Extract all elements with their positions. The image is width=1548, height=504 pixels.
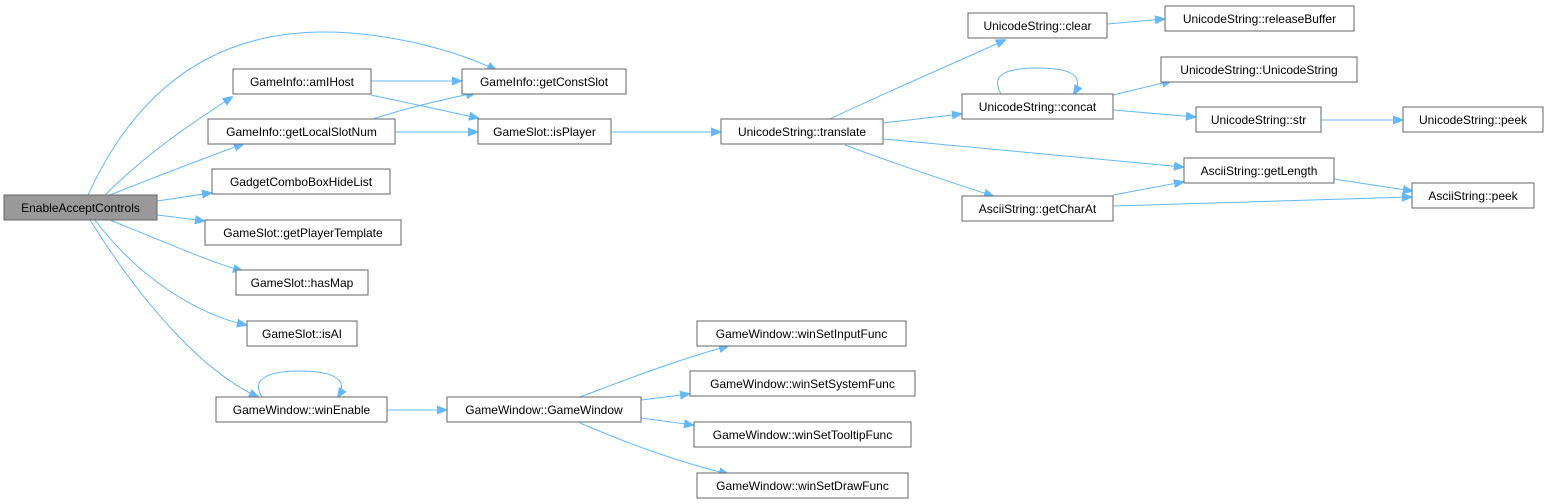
node-label: GameSlot::isPlayer [493,125,596,139]
edge-concat-str [1112,109,1195,117]
edge-getlength-apeek [1333,178,1412,191]
node-gamewindow-winsetinputfunc[interactable]: GameWindow::winSetInputFunc [696,320,907,347]
node-gamewindow-winenable[interactable]: GameWindow::winEnable [215,396,388,423]
node-label: UnicodeString::peek [1419,113,1528,127]
edge-gamewindow-winsetsystemfunc [640,394,689,401]
node-label: GameWindow::winSetDrawFunc [716,479,889,493]
node-label: GadgetComboBoxHideList [230,175,373,189]
edge-enable-getconstslot [87,31,496,196]
node-unicodestring-releasebuffer[interactable]: UnicodeString::releaseBuffer [1164,5,1355,32]
edge-getcharat-getlength [1112,182,1183,196]
edge-enable-getplayertemplate [156,214,204,221]
node-label: AsciiString::peek [1428,189,1518,203]
node-gameinfo-amihost[interactable]: GameInfo::amIHost [232,68,372,95]
edge-getlocalslotnum-getconstslot [369,93,475,121]
edge-enable-winenable [89,219,258,397]
node-label: GameWindow::winSetTooltipFunc [713,428,892,442]
edge-gamewindow-winsetinputfunc [579,346,728,398]
node-gamewindow-winsetdrawfunc[interactable]: GameWindow::winSetDrawFunc [696,472,909,499]
node-label: UnicodeString::str [1211,113,1306,127]
node-label: GameInfo::amIHost [250,75,355,89]
node-unicodestring-translate[interactable]: UnicodeString::translate [720,118,884,145]
edge-gamewindow-winsetdrawfunc [579,422,728,474]
node-gameinfo-getlocalslotnum[interactable]: GameInfo::getLocalSlotNum [207,118,396,145]
node-label: GameSlot::isAI [262,327,342,341]
edge-translate-getlength [882,138,1183,167]
node-label: GameSlot::hasMap [251,276,354,290]
edge-enable-gadgetcombo [156,193,211,202]
node-unicodestring-clear[interactable]: UnicodeString::clear [967,12,1108,39]
node-gameslot-getplayertemplate[interactable]: GameSlot::getPlayerTemplate [204,219,402,246]
node-gamewindow-gamewindow[interactable]: GameWindow::GameWindow [446,396,642,423]
edge-translate-clear [829,40,1005,120]
edge-gamewindow-winsettooltipfunc [640,417,693,425]
node-gameslot-hasmap[interactable]: GameSlot::hasMap [235,269,369,296]
edge-clear-releasebuffer [1106,19,1164,24]
node-gameslot-isai[interactable]: GameSlot::isAI [246,320,358,347]
node-gamewindow-winsetsystemfunc[interactable]: GameWindow::winSetSystemFunc [689,370,916,397]
node-unicodestring-str[interactable]: UnicodeString::str [1195,106,1322,133]
node-label: UnicodeString::translate [738,125,866,139]
node-label: UnicodeString::releaseBuffer [1183,12,1336,26]
node-asciistring-getlength[interactable]: AsciiString::getLength [1183,157,1335,184]
node-label: GameInfo::getLocalSlotNum [226,125,377,139]
node-enable-accept-controls[interactable]: EnableAcceptControls [3,194,158,221]
edge-enable-hasmap [109,219,242,271]
edge-winenable-self [258,370,341,397]
edge-enable-isai [94,219,246,325]
edge-amihost-isplayer [370,94,478,118]
edge-enable-getlocalslotnum [109,144,243,196]
node-label: AsciiString::getLength [1201,164,1318,178]
node-gameinfo-getconstslot[interactable]: GameInfo::getConstSlot [461,68,627,95]
node-label: GameWindow::winEnable [233,403,371,417]
node-label: GameSlot::getPlayerTemplate [223,226,383,240]
node-label: EnableAcceptControls [21,201,140,215]
node-label: GameWindow::winSetInputFunc [716,327,887,341]
nodes: EnableAcceptControls GameInfo::amIHost G… [3,5,1544,499]
node-gamewindow-winsettooltipfunc[interactable]: GameWindow::winSetTooltipFunc [693,421,912,448]
node-label: UnicodeString::concat [979,100,1097,114]
node-unicodestring-unicodestring[interactable]: UnicodeString::UnicodeString [1160,56,1358,83]
edge-enable-amihost [104,97,232,196]
node-label: UnicodeString::clear [983,19,1091,33]
node-label: GameWindow::GameWindow [465,403,623,417]
edge-translate-getcharat [844,144,993,196]
node-unicodestring-peek[interactable]: UnicodeString::peek [1402,106,1544,133]
node-gadgetcomboboxhidelist[interactable]: GadgetComboBoxHideList [211,168,391,195]
node-label: AsciiString::getCharAt [979,202,1097,216]
node-label: GameWindow::winSetSystemFunc [710,377,895,391]
node-unicodestring-concat[interactable]: UnicodeString::concat [961,93,1114,120]
node-label: UnicodeString::UnicodeString [1180,63,1337,77]
edge-concat-self [996,67,1077,94]
edge-translate-concat [882,114,961,124]
edge-getcharat-apeek [1112,197,1411,207]
node-asciistring-getcharat[interactable]: AsciiString::getCharAt [961,195,1114,222]
node-asciistring-peek[interactable]: AsciiString::peek [1411,182,1535,209]
node-label: GameInfo::getConstSlot [480,75,609,89]
node-gameslot-isplayer[interactable]: GameSlot::isPlayer [477,118,612,145]
edge-concat-unicodestring [1112,81,1171,96]
edges [87,19,1412,474]
